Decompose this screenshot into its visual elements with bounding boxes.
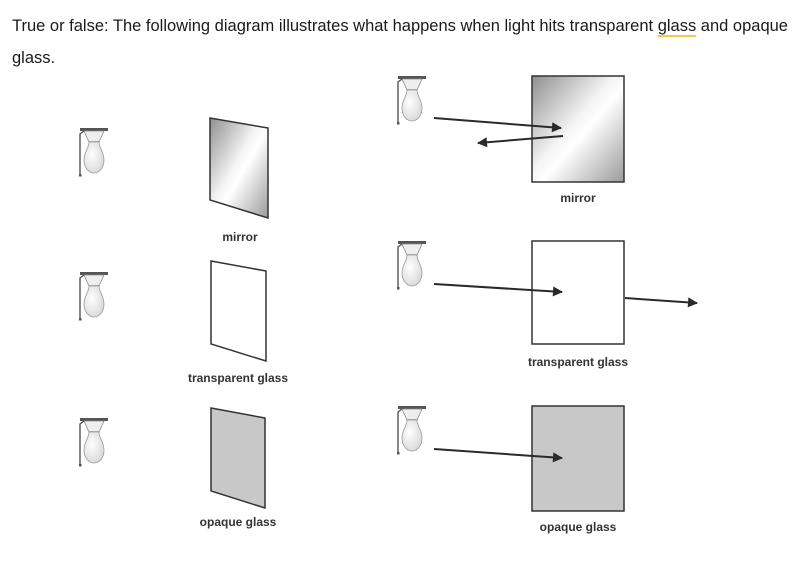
mirror-panel: [531, 75, 625, 183]
left-row-transparent: transparent glass: [78, 260, 288, 385]
light-bulb-icon: [396, 75, 427, 126]
light-bulb-icon: [78, 127, 109, 178]
incident-light-arrow: [433, 448, 563, 463]
transparent-glass-panel: [210, 260, 267, 363]
transparent-glass-label: transparent glass: [528, 355, 628, 369]
reflected-light-arrow: [477, 135, 564, 148]
question-text-part-1: True or false: The following diagram ill…: [12, 17, 658, 35]
light-bulb-icon: [78, 417, 109, 468]
mirror-label: mirror: [560, 191, 596, 205]
transparent-glass-panel: [531, 240, 625, 345]
incident-light-arrow: [433, 117, 562, 133]
light-bulb-icon: [396, 405, 427, 456]
left-row-mirror: mirror: [78, 117, 269, 244]
opaque-glass-label: opaque glass: [540, 520, 617, 534]
right-row-transparent: transparent glass: [396, 240, 698, 369]
transmitted-light-arrow: [624, 297, 698, 308]
light-bulb-icon: [78, 271, 109, 322]
light-bulb-icon: [396, 240, 427, 291]
mirror-label: mirror: [222, 230, 258, 244]
spellcheck-underlined-word: glass: [657, 17, 697, 35]
opaque-glass-panel: [531, 405, 625, 512]
opaque-glass-label: opaque glass: [200, 515, 277, 529]
mirror-panel: [209, 117, 269, 220]
incident-light-arrow: [433, 283, 563, 297]
question-text-part-2: and opaque glass.: [12, 17, 788, 67]
right-row-mirror: mirror: [396, 75, 625, 205]
question-text: True or false: The following diagram ill…: [12, 10, 807, 74]
transparent-glass-label: transparent glass: [188, 371, 288, 385]
opaque-glass-panel: [210, 407, 266, 510]
right-row-opaque: opaque glass: [396, 405, 625, 534]
left-row-opaque: opaque glass: [78, 407, 277, 529]
